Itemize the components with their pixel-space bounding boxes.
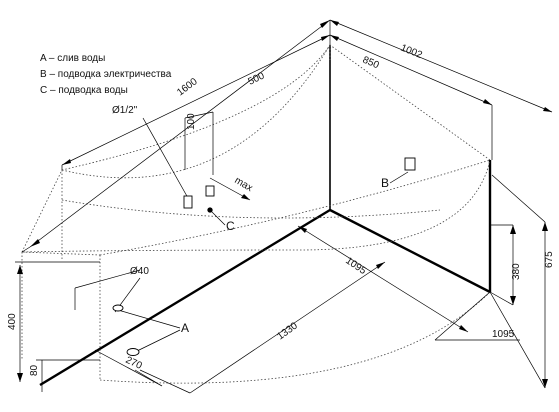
arrow-500-left	[62, 159, 71, 165]
electric-outlet-fitting	[404, 157, 416, 171]
arrow-380-top	[510, 225, 516, 234]
dim-380-ext-bottom	[489, 291, 514, 306]
tub-rim-inner	[61, 44, 331, 179]
leader-pipe-diameter	[142, 117, 189, 199]
walls	[39, 45, 492, 387]
label-1095-inner: 1095	[343, 255, 368, 277]
legend-item-c: C – подводка воды	[40, 85, 128, 96]
label-max: max	[233, 175, 255, 194]
dimension-lines	[15, 19, 553, 394]
dim-500-line	[61, 34, 331, 166]
tub-left-side-top	[21, 251, 101, 256]
dim-1330-line	[189, 261, 386, 394]
label-1002: 1002	[399, 43, 424, 62]
tub-inner-back-curve	[61, 199, 441, 219]
water-supply-fitting-right	[205, 185, 215, 197]
label-100: 100	[186, 113, 197, 130]
label-pipe-diameter: Ø1/2"	[112, 105, 138, 116]
arrow-1600-right	[320, 20, 330, 28]
dim-1095-outer-ext	[434, 291, 491, 341]
dim-850-line	[329, 34, 493, 106]
legend-item-a: A – слив воды	[40, 53, 105, 64]
arrow-1330-top	[376, 262, 385, 269]
tub-rim-outer	[21, 44, 491, 253]
label-1330: 1330	[275, 320, 300, 342]
leader-b	[389, 171, 409, 184]
label-1095-outer: 1095	[492, 329, 515, 340]
legend-item-b: B – подводка электричества	[40, 69, 172, 80]
arrow-400-top	[17, 265, 23, 274]
label-380: 380	[511, 263, 522, 280]
dim-1600-ext-left	[21, 246, 31, 253]
arrow-850-right	[483, 99, 492, 105]
arrow-850-left	[330, 35, 339, 41]
label-1600: 1600	[175, 76, 200, 98]
dim-1095-inner-line	[297, 225, 469, 333]
label-675: 675	[544, 251, 555, 268]
arrow-675-bottom	[542, 379, 548, 388]
arrow-1002-left	[330, 20, 339, 26]
label-850: 850	[361, 55, 381, 72]
right-wall-floor-edge	[329, 208, 491, 294]
arrowheads	[17, 20, 552, 388]
arrow-1002-right	[543, 107, 552, 112]
label-500: 500	[246, 70, 266, 87]
label-drain-diameter: Ø40	[130, 266, 149, 277]
arrow-1600-left	[30, 239, 40, 247]
tub-front-curve-bottom	[99, 291, 491, 384]
callout-c: C	[226, 219, 235, 233]
arrow-1095-inner-bottom	[459, 325, 468, 332]
arrow-500-right	[321, 35, 330, 41]
water-supply-point	[207, 207, 213, 213]
arrow-400-bottom	[17, 373, 23, 382]
dim-675-ext-top	[491, 174, 546, 223]
drain-fitting-lower	[126, 348, 140, 356]
dim-270-ext	[134, 369, 163, 387]
dim-1600-line	[29, 19, 331, 248]
arrow-1095-inner-top	[298, 226, 307, 233]
label-270: 270	[124, 355, 144, 372]
label-80: 80	[29, 364, 40, 376]
dim-1330-ext	[139, 369, 191, 394]
leader-a-2	[134, 329, 181, 353]
legend: A – слив воды B – подводка электричества…	[40, 53, 172, 96]
drain-upper-ext	[74, 269, 141, 289]
leader-c	[209, 209, 226, 226]
callout-a: A	[181, 321, 189, 335]
tub-front-curve-top	[99, 159, 491, 256]
dim-100-line	[184, 111, 214, 119]
callout-b: B	[381, 176, 389, 190]
dim-270-line	[94, 349, 163, 387]
left-wall-floor-edge	[39, 208, 331, 387]
arrow-max	[241, 194, 250, 200]
fittings	[112, 157, 416, 356]
leader-a-1	[117, 309, 181, 329]
label-400: 400	[7, 313, 18, 330]
dim-1002-line	[329, 19, 553, 113]
arrow-380-bottom	[510, 296, 516, 305]
water-supply-fitting-left	[183, 195, 193, 209]
arrow-675-top	[542, 222, 548, 231]
drain-fitting-upper	[112, 304, 124, 312]
